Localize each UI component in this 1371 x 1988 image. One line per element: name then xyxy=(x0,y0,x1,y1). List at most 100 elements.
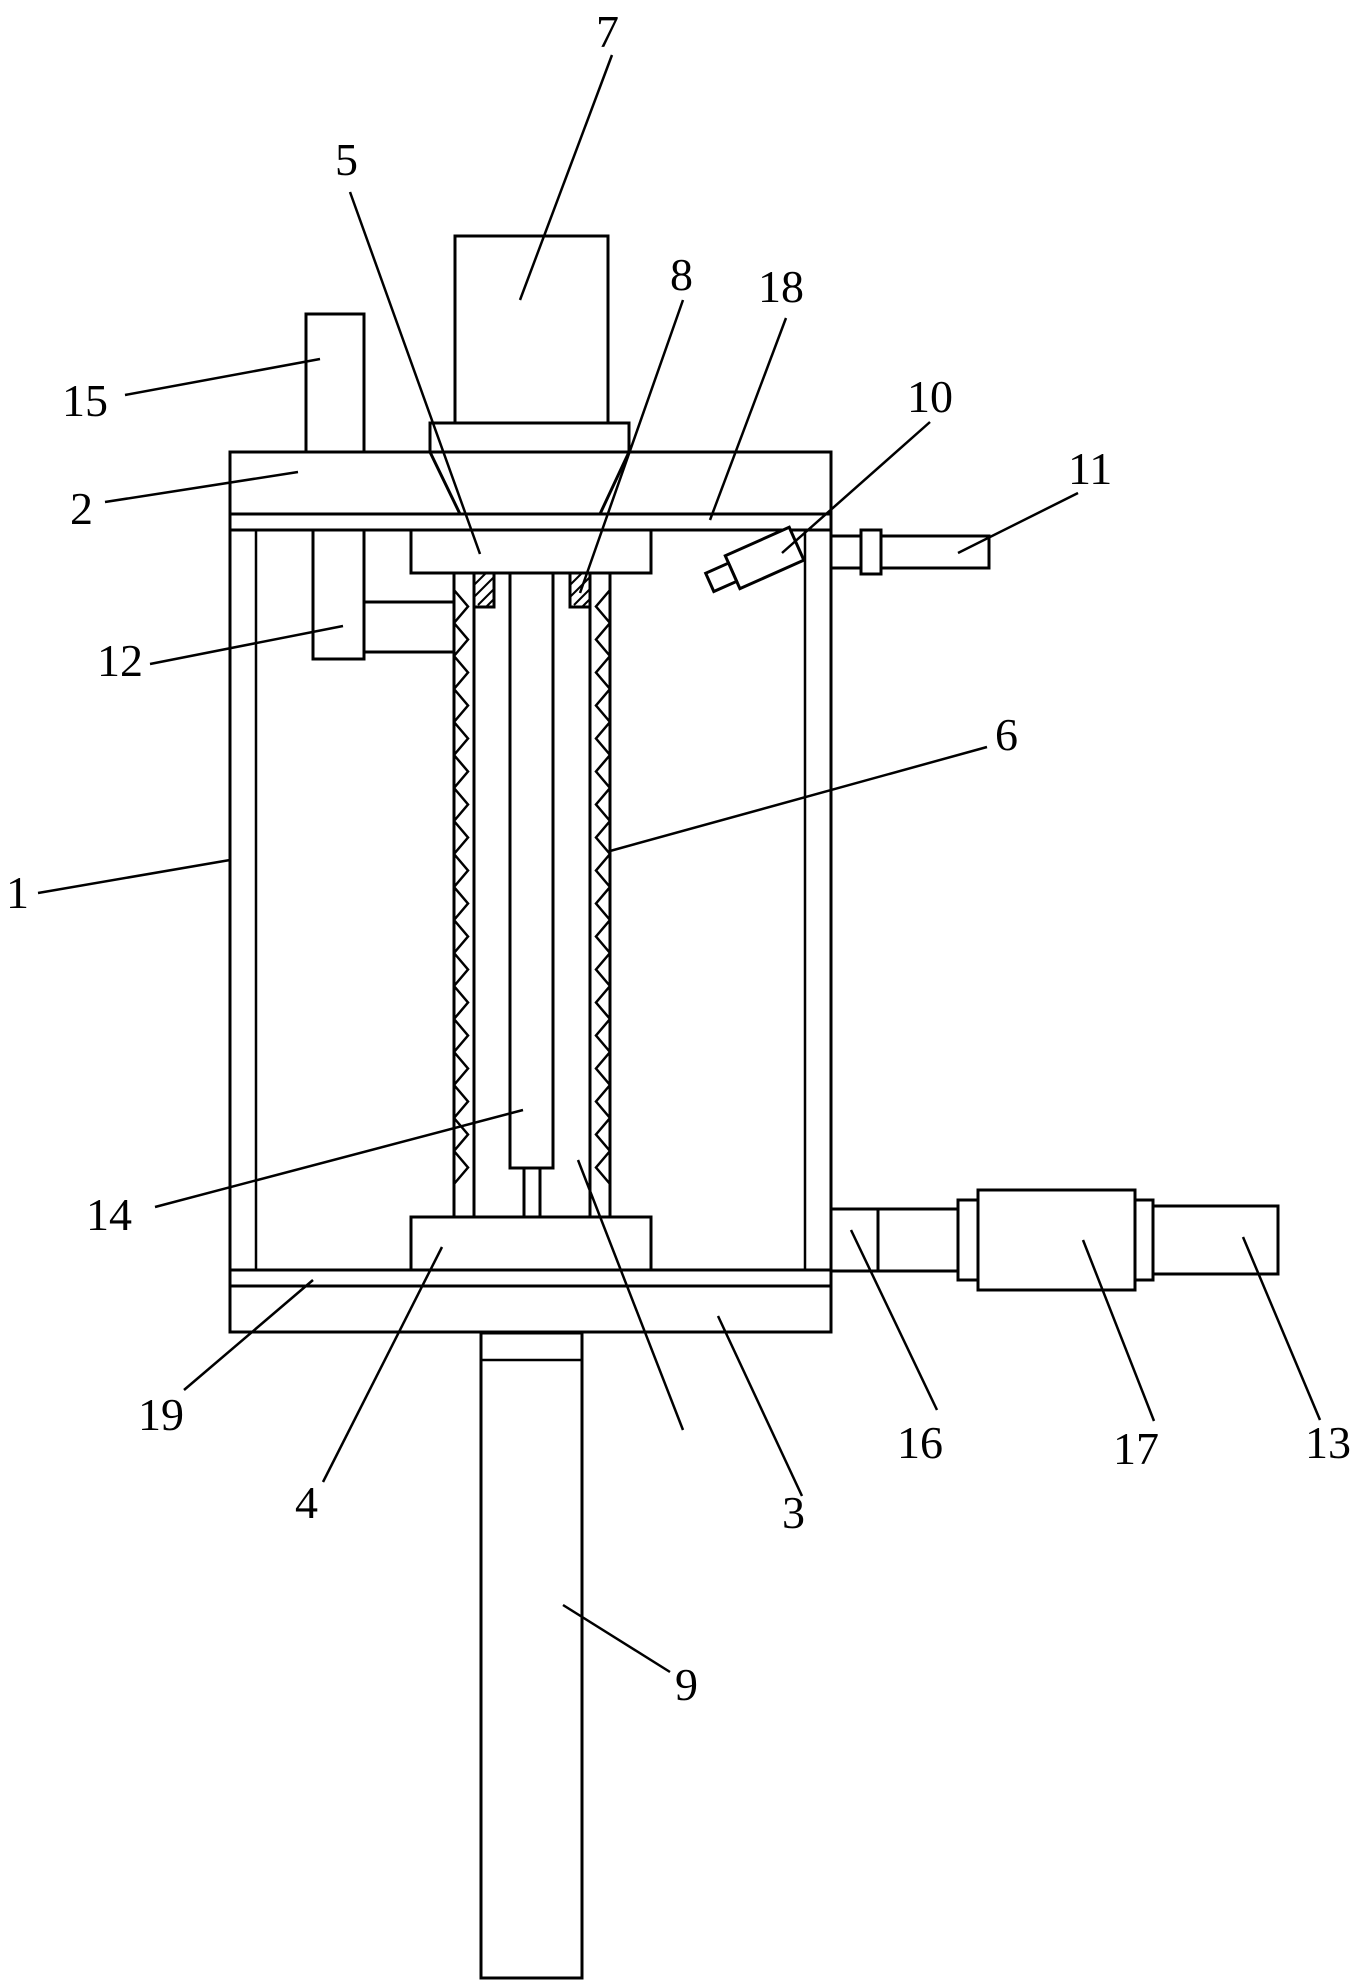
screen-tooth xyxy=(594,655,611,690)
screen-tooth xyxy=(594,853,611,888)
screen-tooth xyxy=(453,655,470,690)
leader-13 xyxy=(1241,1236,1322,1421)
callout-17: 17 xyxy=(1113,1423,1159,1474)
callout-8: 8 xyxy=(670,249,693,300)
screen-tooth xyxy=(594,985,611,1020)
leader-8 xyxy=(578,299,685,594)
screen-tooth xyxy=(594,787,611,822)
callout-13: 13 xyxy=(1305,1417,1351,1468)
callout-12: 12 xyxy=(97,635,143,686)
inlet-pipe-collar xyxy=(859,528,883,576)
leader-9b xyxy=(576,1159,685,1431)
screen-tooth xyxy=(453,952,470,987)
spray-nozzle xyxy=(703,525,806,594)
screen-tooth xyxy=(594,1150,611,1185)
screen-tooth xyxy=(453,820,470,855)
leader-18 xyxy=(708,317,788,521)
bearing-right-hatching xyxy=(569,572,591,608)
cylinder-teeth-left xyxy=(453,589,470,1185)
callout-3: 3 xyxy=(782,1487,805,1538)
bearing-left-hatching xyxy=(473,572,495,608)
screen-tooth xyxy=(594,721,611,756)
screen-tooth xyxy=(594,1018,611,1053)
leader-14 xyxy=(154,1108,524,1209)
screen-tooth xyxy=(453,853,470,888)
screen-tooth xyxy=(594,1084,611,1119)
screen-tooth xyxy=(594,820,611,855)
screen-tooth xyxy=(453,1150,470,1185)
leader-1 xyxy=(37,858,231,895)
screen-tooth xyxy=(453,1051,470,1086)
callout-5: 5 xyxy=(335,134,358,185)
screen-tooth xyxy=(453,985,470,1020)
callout-14: 14 xyxy=(86,1189,132,1240)
shaft-tip xyxy=(522,1166,542,1219)
callout-19: 19 xyxy=(138,1389,184,1440)
cylinder-teeth-right xyxy=(594,589,611,1185)
feed-duct xyxy=(362,600,456,654)
screen-tooth xyxy=(453,886,470,921)
callout-18: 18 xyxy=(758,261,804,312)
screen-tooth xyxy=(594,886,611,921)
callout-4: 4 xyxy=(295,1477,318,1528)
inlet-pipe-stub xyxy=(829,534,863,570)
callout-7: 7 xyxy=(596,6,619,57)
screen-tooth xyxy=(453,1018,470,1053)
callout-11: 11 xyxy=(1068,443,1112,494)
leader-17 xyxy=(1081,1239,1156,1422)
leader-11 xyxy=(957,491,1079,555)
screen-tooth xyxy=(594,952,611,987)
screen-tooth xyxy=(594,1051,611,1086)
callout-6: 6 xyxy=(995,709,1018,760)
callout-9: 9 xyxy=(675,1659,698,1710)
bottom-plate xyxy=(228,1284,833,1334)
valve-body xyxy=(976,1188,1137,1292)
screen-tooth xyxy=(594,919,611,954)
feed-pipe-upper xyxy=(304,312,366,454)
central-shaft xyxy=(508,571,555,1170)
screen-tooth xyxy=(453,754,470,789)
motor-mount-flange xyxy=(428,421,631,454)
outlet-pipe-section xyxy=(876,1207,960,1273)
callout-10: 10 xyxy=(907,371,953,422)
inlet-pipe xyxy=(879,534,991,570)
screen-tooth xyxy=(594,688,611,723)
screen-tooth xyxy=(453,1117,470,1152)
leader-7 xyxy=(518,54,614,301)
leader-3 xyxy=(716,1315,804,1497)
leader-2 xyxy=(104,470,299,504)
screen-tooth xyxy=(594,589,611,624)
screen-tooth xyxy=(594,1117,611,1152)
callout-1: 1 xyxy=(6,867,29,918)
screen-tooth xyxy=(453,589,470,624)
lower-bearing-block xyxy=(409,1215,653,1272)
screen-tooth xyxy=(453,1084,470,1119)
valve-flange-right xyxy=(1133,1198,1155,1282)
leader-12 xyxy=(149,624,344,666)
leader-19 xyxy=(183,1279,314,1391)
leader-5 xyxy=(348,191,482,555)
leader-6 xyxy=(609,745,988,853)
screen-tooth xyxy=(594,754,611,789)
callout-2: 2 xyxy=(70,483,93,534)
callout-15: 15 xyxy=(62,375,108,426)
support-column xyxy=(479,1331,584,1980)
upper-bearing-block xyxy=(409,528,653,575)
screen-tooth xyxy=(453,721,470,756)
leader-10 xyxy=(781,421,931,554)
valve-flange-left xyxy=(956,1198,980,1282)
screen-tooth xyxy=(453,622,470,657)
leader-9 xyxy=(562,1603,671,1674)
leader-15 xyxy=(124,357,321,397)
motor xyxy=(453,234,610,425)
leader-16 xyxy=(849,1229,939,1411)
screen-tooth xyxy=(453,787,470,822)
callout-16: 16 xyxy=(897,1417,943,1468)
leader-4 xyxy=(321,1246,444,1483)
outlet-pipe-end xyxy=(1151,1204,1280,1276)
screen-tooth xyxy=(453,688,470,723)
upper-seal-strip xyxy=(228,512,833,532)
lower-seal-strip xyxy=(228,1268,833,1288)
feed-pipe-lower xyxy=(311,528,366,661)
